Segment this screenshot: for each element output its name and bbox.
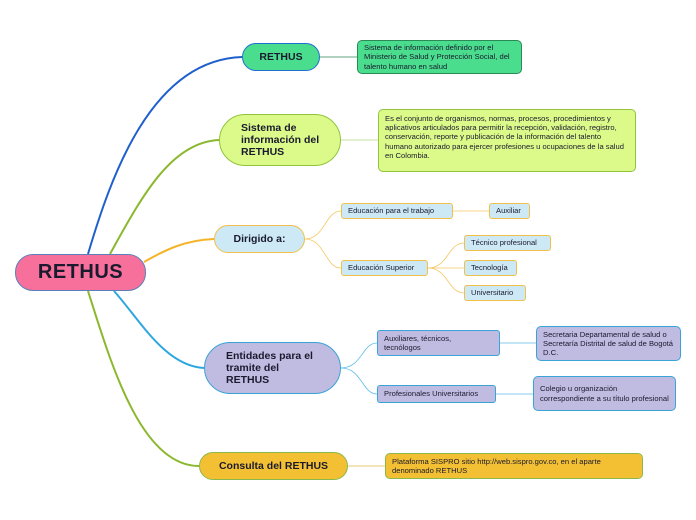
- leaf-universitario[interactable]: Universitario: [464, 285, 526, 301]
- note-consulta[interactable]: Plataforma SISPRO sitio http://web.sispr…: [385, 453, 643, 479]
- sub-educacion-superior-label: Educación Superior: [348, 263, 415, 273]
- branch-entidades-label: Entidades para el tramite del RETHUS: [226, 350, 313, 386]
- leaf-auxiliar[interactable]: Auxiliar: [489, 203, 530, 219]
- branch-dirigido[interactable]: Dirigido a:: [214, 225, 305, 253]
- leaf-tecnico-profesional-label: Técnico profesional: [471, 238, 537, 248]
- note-consulta-text: Plataforma SISPRO sitio http://web.sispr…: [392, 456, 601, 475]
- note-auxiliares[interactable]: Secretaria Departamental de salud o Secr…: [536, 326, 681, 361]
- note-profesionales[interactable]: Colegio u organización correspondiente a…: [533, 376, 676, 411]
- branch-dirigido-label: Dirigido a:: [233, 233, 286, 245]
- note-sistema[interactable]: Es el conjunto de organismos, normas, pr…: [378, 109, 636, 172]
- leaf-tecnologia-label: Tecnología: [471, 263, 508, 273]
- note-rethus[interactable]: Sistema de información definido por el M…: [357, 40, 522, 74]
- branch-rethus-label: RETHUS: [259, 51, 303, 63]
- branch-sistema[interactable]: Sistema de información del RETHUS: [219, 114, 341, 166]
- leaf-auxiliar-label: Auxiliar: [496, 206, 521, 216]
- root-node[interactable]: RETHUS: [15, 254, 146, 291]
- sub-profesionales-label: Profesionales Universitarios: [384, 389, 479, 399]
- sub-profesionales[interactable]: Profesionales Universitarios: [377, 385, 496, 403]
- branch-entidades[interactable]: Entidades para el tramite del RETHUS: [204, 342, 341, 394]
- root-label: RETHUS: [37, 261, 124, 283]
- branch-consulta[interactable]: Consulta del RETHUS: [199, 452, 348, 480]
- branch-sistema-label: Sistema de información del RETHUS: [241, 122, 320, 158]
- sub-auxiliares-label: Auxiliares, técnicos, tecnólogos: [384, 333, 452, 352]
- note-auxiliares-text: Secretaria Departamental de salud o Secr…: [543, 329, 674, 358]
- branch-consulta-label: Consulta del RETHUS: [218, 460, 329, 472]
- note-rethus-text: Sistema de información definido por el M…: [364, 43, 510, 71]
- leaf-tecnico-profesional[interactable]: Técnico profesional: [464, 235, 551, 251]
- note-profesionales-text: Colegio u organización correspondiente a…: [540, 384, 669, 403]
- branch-rethus[interactable]: RETHUS: [242, 43, 320, 71]
- note-sistema-text: Es el conjunto de organismos, normas, pr…: [385, 114, 624, 160]
- sub-educacion-trabajo[interactable]: Educación para el trabajo: [341, 203, 453, 219]
- sub-educacion-trabajo-label: Educación para el trabajo: [348, 206, 435, 216]
- leaf-universitario-label: Universitario: [471, 288, 514, 298]
- leaf-tecnologia[interactable]: Tecnología: [464, 260, 517, 276]
- sub-educacion-superior[interactable]: Educación Superior: [341, 260, 428, 276]
- sub-auxiliares[interactable]: Auxiliares, técnicos, tecnólogos: [377, 330, 500, 356]
